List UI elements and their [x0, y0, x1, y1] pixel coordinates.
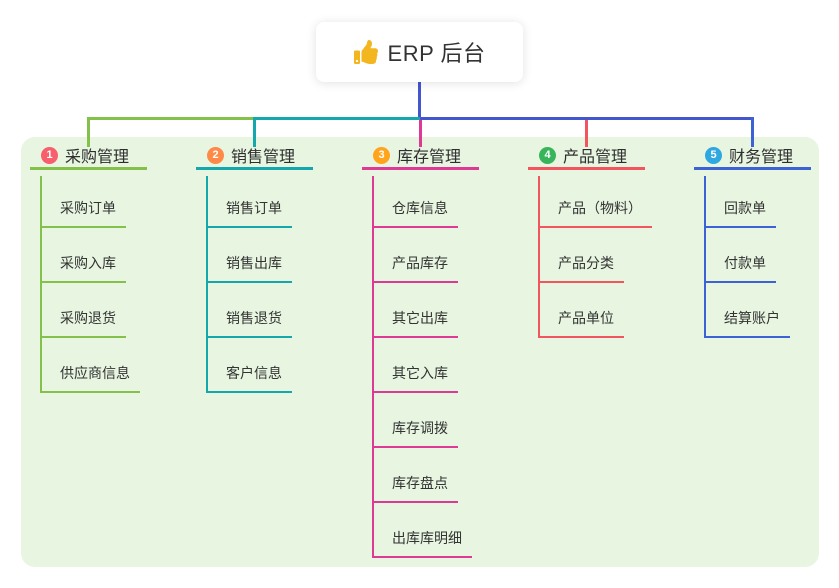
- child-node[interactable]: 销售出库: [206, 253, 292, 283]
- child-row: 库存调拨: [362, 393, 472, 448]
- priority-badge-icon: 5: [705, 146, 722, 164]
- branch-spine-line: [538, 176, 540, 338]
- priority-badge-icon: 1: [41, 146, 58, 164]
- branch-spine-line: [206, 176, 208, 393]
- priority-badge-icon: 4: [539, 146, 556, 164]
- child-node[interactable]: 产品单位: [538, 308, 624, 338]
- drop-line-branch-4: [585, 120, 588, 147]
- child-node[interactable]: 采购入库: [40, 253, 126, 283]
- child-node[interactable]: 结算账户: [704, 308, 790, 338]
- child-row: 结算账户: [694, 283, 790, 338]
- bus-segment-branch-2: [253, 117, 420, 120]
- child-node[interactable]: 客户信息: [206, 363, 292, 393]
- branch-children: 采购订单采购入库采购退货供应商信息: [30, 173, 140, 393]
- child-row: 产品库存: [362, 228, 472, 283]
- child-row: 产品单位: [528, 283, 652, 338]
- branch-node-3[interactable]: 3 库存管理: [362, 146, 479, 170]
- branch-children: 销售订单销售出库销售退货客户信息: [196, 173, 292, 393]
- bus-segment-branch-1: [87, 117, 256, 120]
- thumbs-up-icon: [353, 40, 378, 64]
- child-row: 其它出库: [362, 283, 472, 338]
- branch-children: 仓库信息产品库存其它出库其它入库库存调拨库存盘点出库库明细: [362, 173, 472, 558]
- branch-title: 采购管理: [65, 149, 130, 166]
- child-row: 付款单: [694, 228, 790, 283]
- branch-title: 库存管理: [397, 149, 462, 166]
- child-row: 回款单: [694, 173, 790, 228]
- child-node[interactable]: 产品（物料）: [538, 198, 652, 228]
- priority-badge-icon: 3: [373, 146, 390, 164]
- branch-node-4[interactable]: 4 产品管理: [528, 146, 645, 170]
- child-node[interactable]: 供应商信息: [40, 363, 140, 393]
- child-node[interactable]: 产品库存: [372, 253, 458, 283]
- child-row: 产品（物料）: [528, 173, 652, 228]
- child-node[interactable]: 产品分类: [538, 253, 624, 283]
- child-node[interactable]: 其它出库: [372, 308, 458, 338]
- child-row: 出库库明细: [362, 503, 472, 558]
- child-row: 其它入库: [362, 338, 472, 393]
- child-node[interactable]: 出库库明细: [372, 528, 472, 558]
- branch-node-2[interactable]: 2 销售管理: [196, 146, 313, 170]
- child-node[interactable]: 采购订单: [40, 198, 126, 228]
- child-row: 采购退货: [30, 283, 140, 338]
- child-row: 销售订单: [196, 173, 292, 228]
- branch-node-5[interactable]: 5 财务管理: [694, 146, 811, 170]
- drop-line-branch-5: [751, 117, 754, 147]
- branch-spine-line: [372, 176, 374, 558]
- drop-line-branch-3: [419, 120, 422, 147]
- branch-title: 财务管理: [729, 149, 794, 166]
- drop-line-branch-2: [253, 117, 256, 147]
- child-row: 销售退货: [196, 283, 292, 338]
- child-node[interactable]: 仓库信息: [372, 198, 458, 228]
- child-row: 销售出库: [196, 228, 292, 283]
- root-node-label: ERP 后台: [387, 41, 486, 66]
- drop-line-branch-1: [87, 117, 90, 147]
- child-node[interactable]: 采购退货: [40, 308, 126, 338]
- bus-segment-right: [419, 117, 754, 120]
- child-node[interactable]: 回款单: [704, 198, 776, 228]
- branch-node-1[interactable]: 1 采购管理: [30, 146, 147, 170]
- branch-children: 产品（物料） 产品分类产品单位: [528, 173, 652, 338]
- root-connector-stem: [418, 82, 421, 120]
- child-node[interactable]: 其它入库: [372, 363, 458, 393]
- branch-children: 回款单付款单结算账户: [694, 173, 790, 338]
- child-row: 客户信息: [196, 338, 292, 393]
- child-node[interactable]: 库存盘点: [372, 473, 458, 503]
- branch-spine-line: [40, 176, 42, 393]
- priority-badge-icon: 2: [207, 146, 224, 164]
- child-row: 供应商信息: [30, 338, 140, 393]
- branch-spine-line: [704, 176, 706, 338]
- child-row: 采购入库: [30, 228, 140, 283]
- child-node[interactable]: 销售订单: [206, 198, 292, 228]
- child-row: 采购订单: [30, 173, 140, 228]
- child-node[interactable]: 付款单: [704, 253, 776, 283]
- child-node[interactable]: 销售退货: [206, 308, 292, 338]
- child-row: 产品分类: [528, 228, 652, 283]
- child-row: 仓库信息: [362, 173, 472, 228]
- branch-title: 销售管理: [231, 149, 296, 166]
- root-node-erp[interactable]: ERP 后台: [316, 22, 523, 82]
- child-row: 库存盘点: [362, 448, 472, 503]
- branches-background-panel: [21, 137, 819, 567]
- branch-title: 产品管理: [563, 149, 628, 166]
- child-node[interactable]: 库存调拨: [372, 418, 458, 448]
